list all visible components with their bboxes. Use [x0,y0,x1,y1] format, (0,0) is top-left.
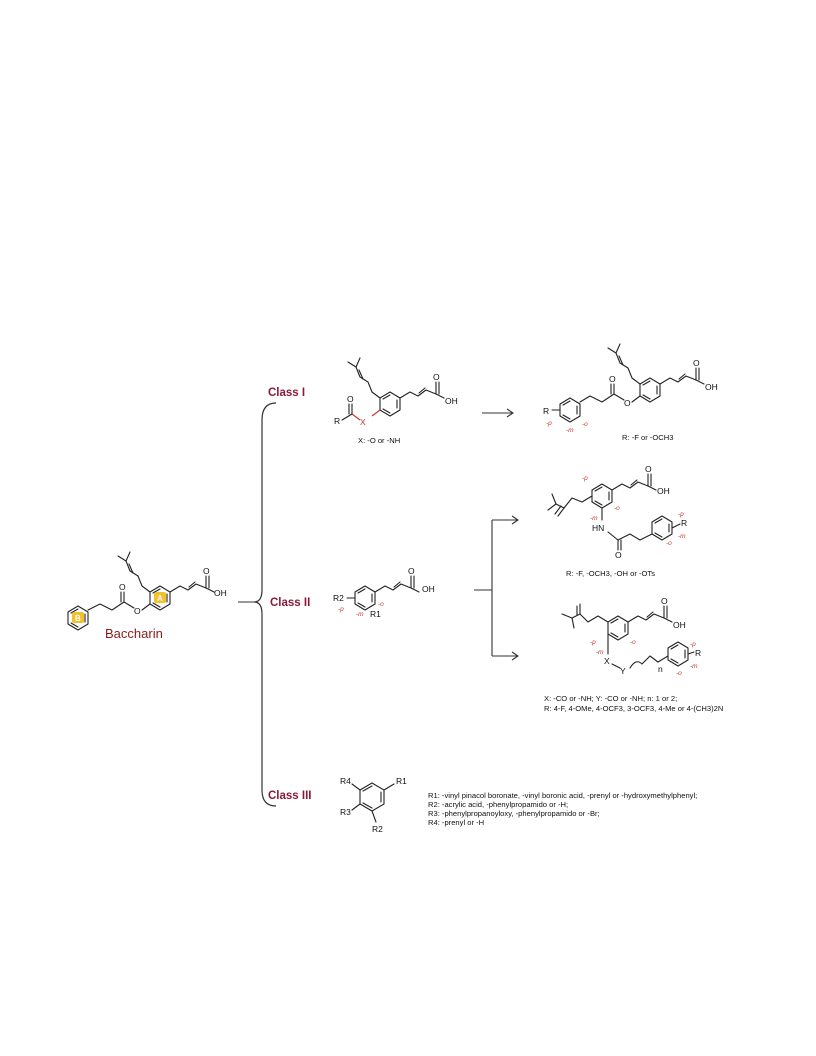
class-3-core-structure: R1 R2 R3 R4 [340,776,407,834]
c2a-acid-o: O [645,464,652,474]
c1-prod-ester-o: O [624,398,631,408]
c2b-pos-para-2: -p [690,641,696,648]
c2b-pos-ortho-2: -o [676,670,682,677]
c3-core-r4: R4 [340,776,351,786]
c2b-y: Y [620,666,626,676]
c1-prod-acid-o: O [693,358,700,368]
class-1-product-note: R: -F or -OCH3 [622,433,673,442]
c1-prod-pos-para: -p [546,420,552,427]
c2b-pos-meta-1: -m [596,649,604,656]
c2a-amide-o: O [615,550,622,560]
c2b-pos-para-1: -p [590,639,596,646]
c2b-pos-meta-2: -m [690,663,698,670]
class-3-label: Class III [268,790,311,802]
c3-core-r2: R2 [372,824,383,834]
c2b-r: R [695,648,701,658]
c2-core-pos-ortho: -o [378,601,384,608]
class-3-note-r2: R2: -acrylic acid, -phenylpropamido or -… [428,800,568,809]
c2a-hn: HN [592,523,604,533]
c2b-n: n [658,664,663,674]
baccharin-structure: A O OH O O B Baccharin [67,551,227,641]
class-2-core-structure: O OH R2 R1 -p -o -m [333,566,435,619]
class-2-fork-arrow [474,515,519,661]
c1-core-carbonyl-o: O [347,394,354,404]
ring-b-badge [72,612,84,623]
c2a-pos-para-1: -p [582,475,588,482]
c2a-r: R [681,518,687,528]
lead-ester-o: O [134,606,141,616]
c2a-pos-meta-1: -m [590,515,598,522]
c2a-pos-ortho-2: -o [666,540,672,547]
class-brace [253,402,277,807]
class-2-product-a-note: R: -F, -OCH3, -OH or -OTs [566,569,655,578]
c2a-pos-meta-2: -m [678,533,686,540]
c2-core-pos-meta: -m [356,611,364,618]
class-1-product-structure: O OH O O R -p -o -m [543,343,718,434]
c1-prod-r: R [543,406,549,416]
c1-core-acid-oh: OH [445,396,458,406]
ring-b-label: B [75,614,81,623]
class-1-arrow-head [506,408,514,418]
c2b-acid-oh: OH [673,620,686,630]
class-2-product-b-note-2: R: 4-F, 4-OMe, 4-OCF3, 3-OCF3, 4-Me or 4… [544,704,723,713]
c3-core-r3: R3 [340,807,351,817]
class-2-product-b-note-1: X: -CO or -NH; Y: -CO or -NH; n: 1 or 2; [544,694,677,703]
class-1-label: Class I [268,387,305,399]
lead-carbonyl-o: O [119,582,126,592]
c2-core-acid-o: O [408,566,415,576]
class-3-note-r4: R4: -prenyl or -H [428,818,484,827]
c1-prod-pos-ortho: -o [582,421,588,428]
c2a-acid-oh: OH [657,486,670,496]
c1-core-x: X [360,417,366,427]
lead-name: Baccharin [105,626,163,641]
c1-core-acid-o: O [433,372,440,382]
c2-core-r1: R1 [370,609,381,619]
class-3-note-r1: R1: -vinyl pinacol boronate, -vinyl boro… [428,791,697,800]
c2a-pos-para-2: -p [678,511,684,518]
c1-core-r: R [334,416,340,426]
c2b-acid-o: O [661,596,668,606]
c2b-pos-ortho-1: -o [630,639,636,646]
c2a-pos-ortho-1: -o [614,505,620,512]
lead-acid-o: O [203,566,210,576]
class-2-product-a-structure: O OH HN O R -p -o -m -p -o -m [547,464,687,560]
class-2-label: Class II [270,597,310,609]
class-3-note-r3: R3: -phenylpropanoyloxy, -phenylpropamid… [428,809,600,818]
c2-core-acid-oh: OH [422,584,435,594]
lead-acid-oh: OH [214,588,227,598]
c2b-x: X [604,656,610,666]
c2-core-pos-para: -p [338,606,344,613]
ring-a-label: A [157,594,163,603]
c3-core-r1: R1 [396,776,407,786]
class-2-product-b-structure: O OH X Y n R -p -o -m -p -o -m [561,596,701,677]
c1-prod-carbonyl-o: O [609,374,616,384]
ring-a-badge [154,592,166,603]
c1-prod-pos-meta: -m [566,427,574,434]
class-1-core-structure: O OH X O R [334,357,458,427]
c2-core-r2: R2 [333,593,344,603]
c1-prod-acid-oh: OH [705,382,718,392]
class-1-core-note: X: -O or -NH [358,436,400,445]
